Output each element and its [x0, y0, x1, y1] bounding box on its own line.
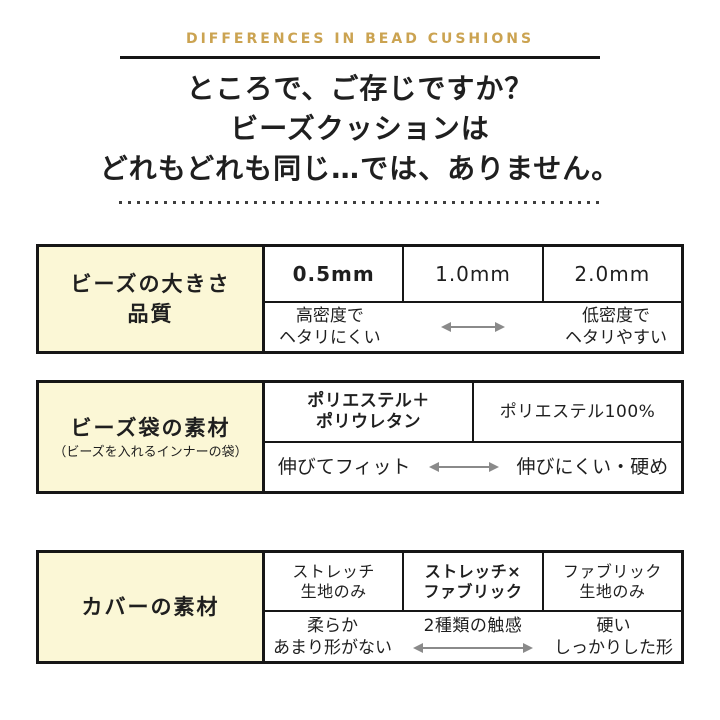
page-title-line-1: ところで、ご存じですか？ [186, 72, 534, 105]
double-arrow-icon [413, 637, 533, 659]
arrow-shaft [450, 326, 495, 328]
arrow-head-left [440, 322, 451, 332]
table2-option1-line2: ポリウレタン [316, 412, 421, 432]
table3-scale-row: 柔らか あまり形がない 2種類の触感 硬い しっかりした形 [265, 612, 681, 661]
arrow-head-right [523, 642, 533, 653]
table1-header-line2: 品質 [127, 302, 174, 326]
page-title-line-3: どれもどれも同じ…では、ありません。 [99, 152, 621, 185]
table-cover-material: カバーの素材 ストレッチ 生地のみ ストレッチ× ファブリック ファブリック 生… [36, 550, 684, 664]
table2-scale-right: 伸びにくい・硬め [516, 456, 669, 478]
arrow-head-right [488, 462, 499, 472]
arrow-head-right [494, 322, 505, 332]
header-rule [120, 56, 600, 59]
table3-center-label: 2種類の触感 [423, 615, 523, 636]
table3-option2-line2: ファブリック [423, 581, 523, 601]
arrow-shaft [438, 466, 489, 468]
table1-scale-right-line1: 低密度で [581, 306, 650, 326]
table2-option-polyester-polyurethane: ポリエステル＋ ポリウレタン [265, 383, 472, 441]
table3-header: カバーの素材 [81, 595, 220, 619]
table1-scale-left-line2: ヘタリにくい [279, 328, 381, 348]
table1-scale-left-line1: 高密度で [295, 306, 364, 326]
table1-option-1_0mm: 1.0mm [402, 247, 541, 301]
table1-row-header: ビーズの大きさ 品質 [39, 247, 265, 351]
table2-row-header: ビーズ袋の素材 （ビーズを入れるインナーの袋） [39, 383, 265, 491]
table2-option1-line1: ポリエステル＋ [307, 391, 430, 411]
double-arrow-icon [440, 322, 505, 332]
dotted-divider [119, 201, 601, 204]
table3-option1-line2: 生地のみ [300, 581, 367, 601]
table2-options-row: ポリエステル＋ ポリウレタン ポリエステル100% [265, 383, 681, 443]
table3-option-stretch-only: ストレッチ 生地のみ [265, 553, 402, 610]
table2-option-polyester100: ポリエステル100% [472, 383, 681, 441]
table1-option-2_0mm: 2.0mm [541, 247, 681, 301]
double-arrow-icon [428, 462, 499, 472]
arrow-head-left [413, 642, 423, 653]
table3-option2-line1: ストレッチ× [424, 561, 522, 581]
table1-option-0_5mm: 0.5mm [292, 262, 375, 286]
table3-option3-line2: 生地のみ [579, 581, 646, 601]
table1-scale-row: 高密度で ヘタリにくい 低密度で ヘタリやすい [265, 303, 681, 351]
table3-scale-right-line1: 硬い [596, 615, 631, 636]
table3-row-header: カバーの素材 [39, 553, 265, 661]
table2-scale-left: 伸びてフィット [277, 456, 411, 478]
eyebrow-title: DIFFERENCES IN BEAD CUSHIONS [185, 31, 535, 47]
table3-scale-right-line2: しっかりした形 [554, 637, 673, 658]
table3-option-fabric-only: ファブリック 生地のみ [541, 553, 681, 610]
table2-scale-row: 伸びてフィット 伸びにくい・硬め [265, 443, 681, 491]
arrow-head-left [428, 462, 439, 472]
page-title: ところで、ご存じですか？ ビーズクッションは どれもどれも同じ…では、ありません… [0, 69, 720, 189]
table1-scale-right-line2: ヘタリやすい [564, 328, 667, 348]
table3-scale-right: 硬い しっかりした形 [554, 615, 673, 659]
table3-body: ストレッチ 生地のみ ストレッチ× ファブリック ファブリック 生地のみ 柔らか… [265, 553, 681, 661]
page-title-line-2: ビーズクッションは [230, 112, 490, 145]
table3-scale-left-line2: あまり形がない [273, 637, 392, 658]
table3-options-row: ストレッチ 生地のみ ストレッチ× ファブリック ファブリック 生地のみ [265, 553, 681, 612]
table2-header: ビーズ袋の素材 [70, 416, 231, 440]
table1-body: 0.5mm 1.0mm 2.0mm 高密度で ヘタリにくい 低密度で ヘタリやす… [265, 247, 681, 351]
table1-options-row: 0.5mm 1.0mm 2.0mm [265, 247, 681, 303]
table3-scale-center: 2種類の触感 [413, 615, 533, 659]
table3-scale-left-line1: 柔らか [307, 615, 358, 636]
table3-option3-line1: ファブリック [562, 561, 662, 581]
table3-scale-left: 柔らか あまり形がない [273, 615, 392, 659]
arrow-shaft [423, 646, 523, 649]
table-bag-material: ビーズ袋の素材 （ビーズを入れるインナーの袋） ポリエステル＋ ポリウレタン ポ… [36, 380, 684, 494]
table1-scale-right: 低密度で ヘタリやすい [565, 305, 667, 349]
table-bead-size: ビーズの大きさ 品質 0.5mm 1.0mm 2.0mm 高密度で ヘタリにくい [36, 244, 684, 354]
table1-header-line1: ビーズの大きさ [70, 272, 231, 296]
table2-header-note: （ビーズを入れるインナーの袋） [53, 445, 248, 460]
table3-option1-line1: ストレッチ [292, 561, 375, 581]
table3-option-stretch-fabric: ストレッチ× ファブリック [402, 553, 541, 610]
table1-scale-left: 高密度で ヘタリにくい [279, 305, 381, 349]
table2-body: ポリエステル＋ ポリウレタン ポリエステル100% 伸びてフィット 伸びにくい・… [265, 383, 681, 491]
